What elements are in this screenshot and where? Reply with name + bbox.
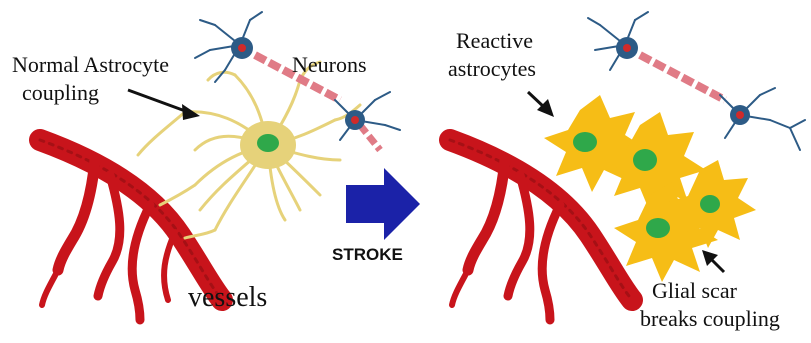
reactive-label-line2: astrocytes <box>448 56 536 81</box>
glial-scar-label-line1: Glial scar <box>652 278 738 303</box>
right-panel: Reactive astrocytes Glial scar breaks co… <box>448 12 805 331</box>
reactive-pointer-arrow <box>528 92 554 117</box>
reactive-astrocyte-cluster <box>544 95 756 282</box>
coupling-pointer-arrow <box>128 90 200 120</box>
glial-scar-label-line2: breaks coupling <box>640 306 780 331</box>
glial-scar-pointer-arrow <box>702 250 724 272</box>
normal-coupling-label-line1: Normal Astrocyte <box>12 52 169 77</box>
normal-coupling-label-line2: coupling <box>22 80 99 105</box>
right-arrow-icon <box>346 168 420 240</box>
left-panel: Normal Astrocyte coupling Neurons vessel… <box>12 12 400 320</box>
normal-astrocyte-nucleus <box>257 134 279 152</box>
stroke-transition: STROKE <box>332 168 420 264</box>
vessels-label: vessels <box>188 282 267 313</box>
neuron-left-bottom <box>335 92 400 150</box>
stroke-label: STROKE <box>332 245 403 264</box>
neurons-label: Neurons <box>292 52 367 77</box>
neuron-right-bottom <box>720 88 805 150</box>
reactive-label-line1: Reactive <box>456 28 533 53</box>
neuron-right-top <box>588 12 725 100</box>
